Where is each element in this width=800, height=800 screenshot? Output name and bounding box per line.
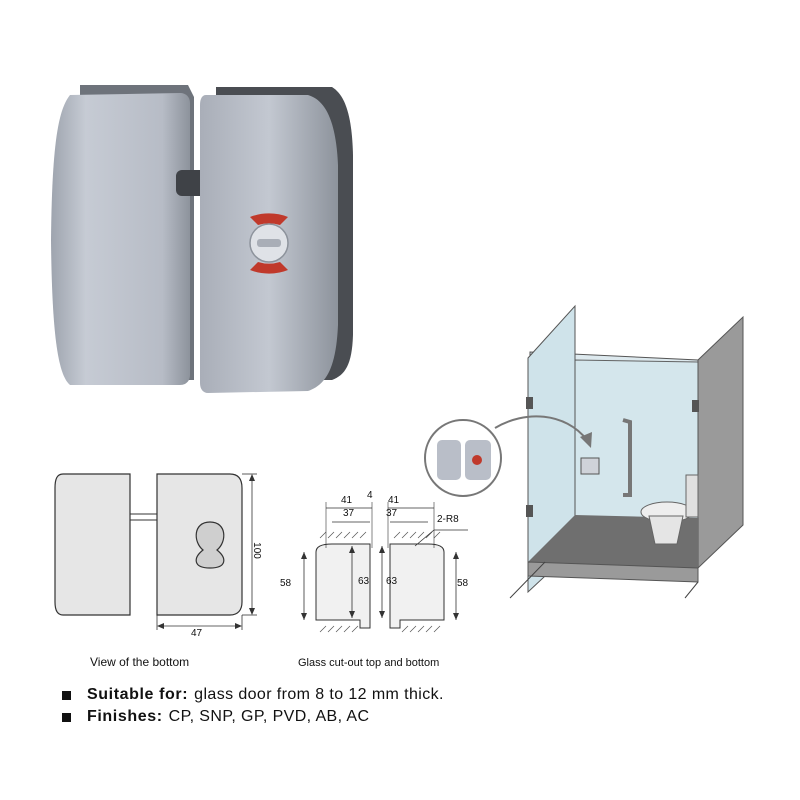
spec-suitable-label: Suitable for:	[87, 686, 189, 703]
dim-right-outer: 41	[388, 495, 400, 506]
occupancy-indicator-top	[250, 213, 288, 225]
lock-left-body	[51, 93, 190, 385]
spec-finishes: Finishes: CP, SNP, GP, PVD, AB, AC	[62, 708, 369, 726]
dim-left-inner: 37	[343, 508, 355, 519]
dim-left-height: 58	[280, 578, 292, 589]
bottom-view-caption: View of the bottom	[90, 655, 190, 669]
glass-cutout-drawing	[301, 502, 468, 633]
dim-right-inner: 37	[386, 508, 398, 519]
glass-door-lock-photo	[51, 85, 353, 393]
spec-suitable-for: Suitable for: glass door from 8 to 12 mm…	[62, 686, 444, 704]
bathroom-shower-illustration	[424, 304, 744, 599]
dim-width-label: 47	[191, 628, 203, 639]
dim-right-height: 58	[457, 578, 469, 589]
hinge-pin	[176, 170, 206, 196]
bullet-square-icon	[62, 712, 71, 722]
spec-finishes-value: CP, SNP, GP, PVD, AB, AC	[168, 708, 370, 725]
glass-cutout-caption: Glass cut-out top and bottom	[298, 657, 440, 669]
bullet-square-icon	[62, 690, 71, 700]
dim-radius: 2-R8	[437, 514, 459, 525]
dim-inner-right-height: 63	[386, 576, 398, 587]
bottom-view-drawing	[54, 473, 257, 630]
dim-inner-left-height: 63	[358, 576, 370, 587]
occupancy-indicator-bottom	[250, 262, 288, 274]
spec-finishes-label: Finishes:	[87, 708, 163, 725]
dim-left-outer: 41	[341, 495, 353, 506]
dim-gap: 4	[367, 490, 373, 501]
dim-height-label: 100	[250, 542, 262, 559]
spec-suitable-value: glass door from 8 to 12 mm thick.	[194, 686, 444, 703]
